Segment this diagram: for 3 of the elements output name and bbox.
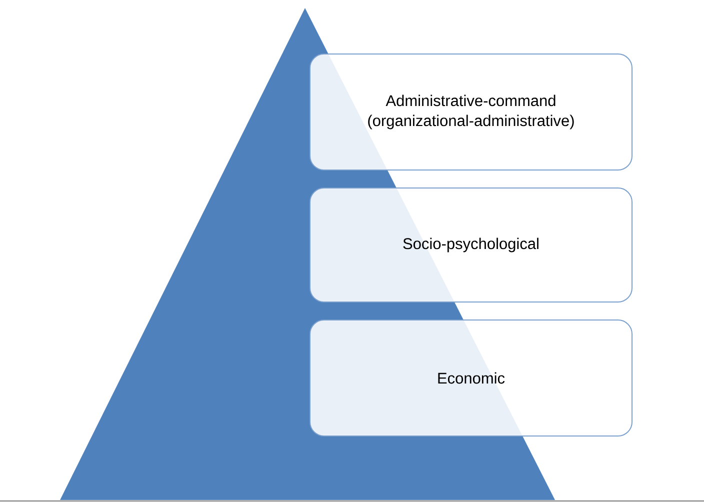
rounded-box: Administrative-command (organizational-administrative) xyxy=(310,54,632,170)
rounded-box: Economic xyxy=(310,320,632,436)
rounded-box: Socio-psychological xyxy=(310,188,632,302)
